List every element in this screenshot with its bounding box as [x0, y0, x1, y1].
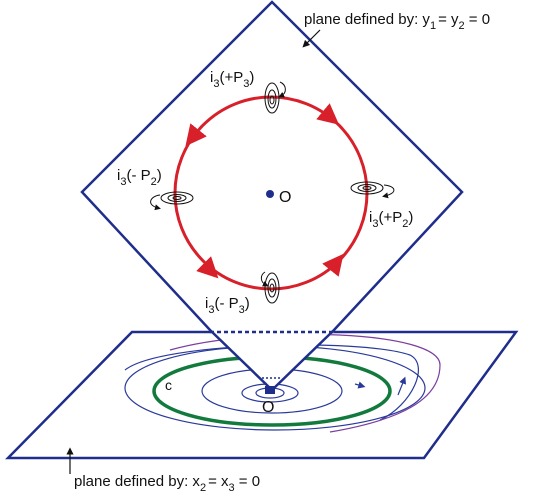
fixed-point-left	[150, 191, 194, 211]
point-top-ring-3	[264, 82, 280, 114]
point-right-ring-3	[350, 181, 384, 195]
bottom-plane-label: plane defined by: x2= x3 = 0	[74, 473, 260, 494]
point-label-bottom-psub: 3	[239, 304, 245, 316]
fixed-point-bottom	[260, 271, 280, 304]
point-right-ring-1	[362, 186, 372, 190]
curve-label-c: c	[165, 377, 172, 393]
point-left-ring-2	[167, 194, 187, 202]
point-bottom-ring-1	[269, 283, 275, 293]
point-label-top: i3(+P3)	[210, 69, 254, 90]
point-top-ring-1	[269, 95, 275, 105]
point-label-top-close: )	[249, 69, 254, 86]
point-label-bottom: i3(- P3)	[205, 295, 250, 316]
point-label-top-i: i	[210, 69, 213, 86]
spiral-arrow	[354, 381, 366, 389]
top-plane-label-sub2: 2	[459, 20, 465, 32]
point-label-left-isub: 3	[120, 176, 126, 188]
top-plane-label: plane defined by: y1= y2 = 0	[304, 11, 490, 32]
point-right-ring-2	[357, 184, 377, 192]
top-plane-pointer	[302, 29, 321, 48]
point-label-bottom-close: )	[245, 295, 250, 312]
point-label-bottom-open: (- P	[214, 295, 238, 312]
point-bottom-ring-2	[267, 278, 277, 298]
cycle-arrow-ne	[316, 103, 340, 125]
cycle-arrow-sw	[196, 256, 219, 279]
center-label-top: O	[279, 189, 291, 206]
point-label-bottom-i: i	[205, 295, 208, 312]
point-label-right-isub: 3	[372, 218, 378, 230]
point-label-top-psub: 3	[243, 78, 249, 90]
top-plane-label-mid: = y	[438, 11, 459, 28]
bottom-plane	[5, 330, 519, 460]
bottom-plane-label-prefix: plane defined by: x	[74, 473, 200, 490]
point-left-swirl	[150, 194, 161, 211]
top-plane-label-sub1: 1	[430, 20, 436, 32]
point-left-ring-3	[160, 191, 194, 205]
center-label-bottom: O	[262, 399, 274, 416]
point-top-swirl	[278, 81, 286, 98]
point-label-bottom-isub: 3	[208, 304, 214, 316]
point-label-top-isub: 3	[213, 78, 219, 90]
center-dot-top	[266, 190, 274, 198]
top-plane-label-suffix: = 0	[465, 11, 490, 28]
point-label-left: i3(- P2)	[117, 167, 162, 188]
top-plane-label-prefix: plane defined by: y	[304, 11, 430, 28]
point-label-left-open: (- P	[126, 167, 150, 184]
outer-spiral-arrow	[397, 376, 407, 396]
center-dot-bottom	[265, 386, 275, 394]
point-label-right-open: (+P	[378, 209, 402, 226]
bottom-plane-label-suffix: = 0	[235, 473, 260, 490]
cycle-arrow-nw	[185, 123, 207, 147]
bottom-plane-label-mid: = x	[208, 473, 229, 490]
point-label-left-i: i	[117, 167, 120, 184]
cycle-arrow-se	[322, 253, 344, 277]
fixed-point-top	[264, 81, 286, 114]
point-bottom-swirl	[260, 271, 269, 287]
cycle-arrows	[185, 103, 344, 279]
point-top-ring-2	[267, 89, 277, 109]
point-bottom-ring-3	[264, 272, 280, 304]
point-label-top-open: (+P	[219, 69, 243, 86]
point-right-swirl	[382, 184, 395, 199]
fixed-point-right	[350, 181, 395, 199]
bottom-plane-label-sub1: 2	[200, 482, 206, 494]
point-label-left-psub: 2	[151, 176, 157, 188]
point-label-right: i3(+P2)	[369, 209, 413, 230]
bottom-plane-label-sub2: 3	[229, 482, 235, 494]
point-label-right-i: i	[369, 209, 372, 226]
point-left-ring-1	[172, 196, 182, 200]
point-label-left-close: )	[157, 167, 162, 184]
point-label-right-psub: 2	[402, 218, 408, 230]
spiral-orbit-5	[124, 344, 419, 421]
point-label-right-close: )	[408, 209, 413, 226]
